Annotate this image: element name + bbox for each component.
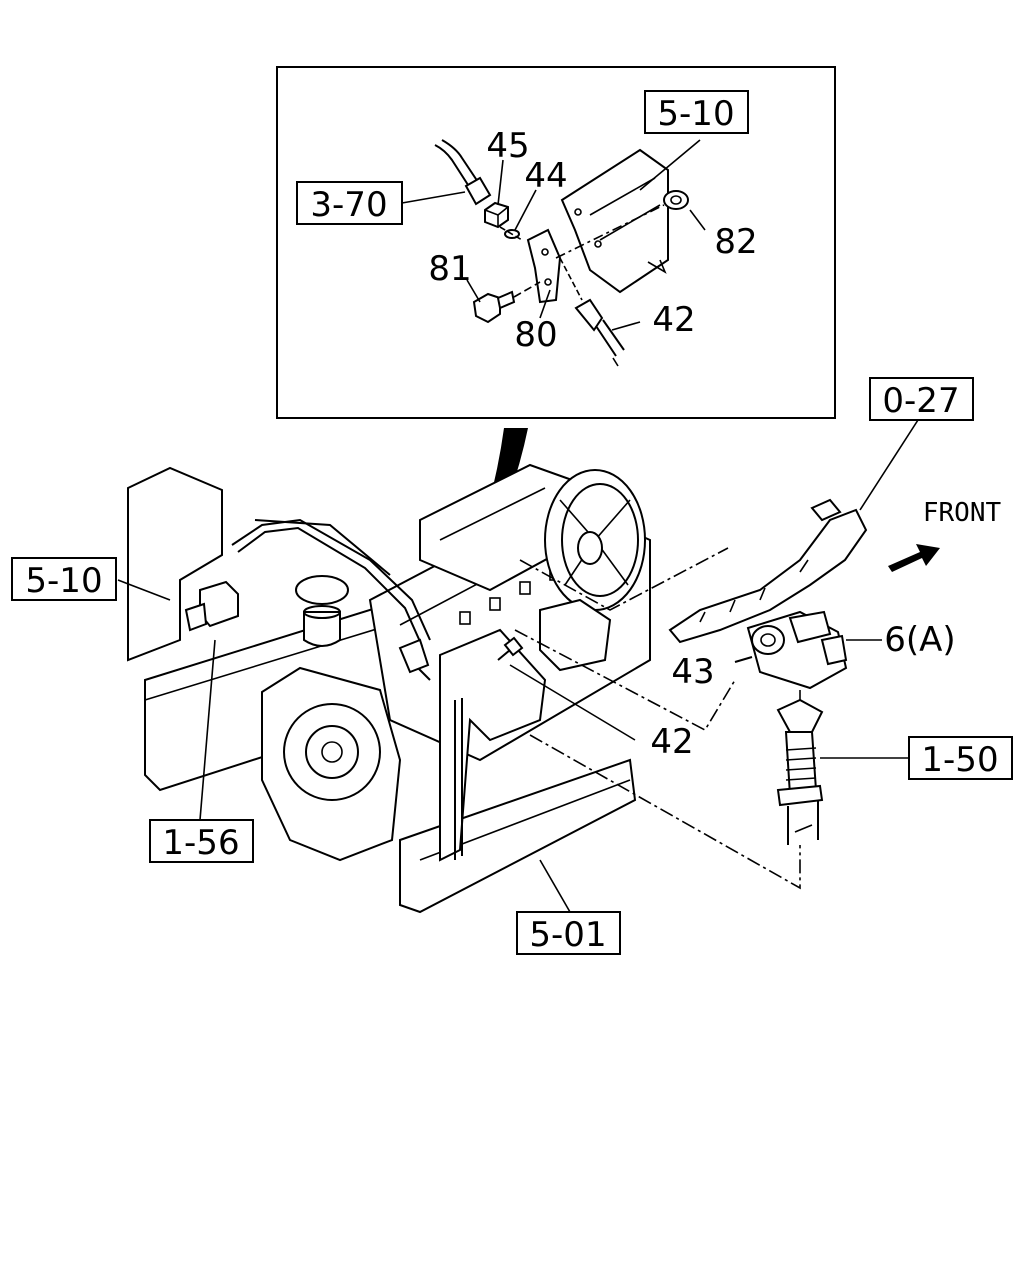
label-80: 80 [514, 315, 557, 355]
gasket-43 [734, 656, 753, 663]
detail-inset [276, 66, 836, 419]
flywheel-housing [261, 666, 402, 862]
callout-text: 5-10 [25, 561, 102, 601]
detail-frame-rail [560, 148, 669, 294]
callout-text: 5-01 [529, 915, 606, 955]
detail-hose [434, 139, 492, 206]
nut-45 [484, 201, 509, 229]
callout-5-01: 5-01 [516, 911, 621, 955]
detail-switch-42 [574, 298, 625, 367]
label-6a: 6(A) [884, 620, 955, 660]
callout-1-50: 1-50 [908, 736, 1013, 780]
label-44: 44 [524, 156, 567, 196]
assembly-line-4 [514, 629, 736, 732]
exhaust-brake-6a [746, 610, 848, 690]
nut-82 [663, 190, 689, 210]
exhaust-pipe [776, 698, 824, 845]
callout-text: 5-10 [657, 94, 734, 134]
label-81: 81 [428, 249, 471, 289]
callout-text: 0-27 [882, 381, 959, 421]
label-43: 43 [671, 652, 714, 692]
leader-5-10 [117, 579, 171, 601]
assembly-line-2 [529, 734, 801, 890]
engine-assembly [127, 463, 651, 914]
leader-42-main [509, 664, 636, 741]
callout-0-27: 0-27 [869, 377, 974, 421]
callout-detail-3-70: 3-70 [296, 181, 403, 225]
exhaust-manifold [668, 498, 868, 644]
cooling-fan [544, 469, 646, 611]
solenoid-valve [184, 580, 239, 632]
leader-0-27 [859, 419, 919, 511]
switch-bracket [398, 628, 547, 862]
label-45: 45 [486, 126, 529, 166]
leader-1-56 [199, 639, 216, 821]
callout-text: 3-70 [310, 185, 387, 225]
detail-frame [276, 66, 836, 419]
callout-text: 1-56 [162, 823, 239, 863]
callout-text: 1-50 [921, 740, 998, 780]
cross-member [399, 758, 637, 914]
leader-5-01 [539, 859, 571, 913]
assembly-line-1 [519, 547, 729, 611]
callout-1-56: 1-56 [149, 819, 254, 863]
callout-5-10: 5-10 [11, 557, 117, 601]
front-arrow-icon [888, 544, 940, 572]
label-42-detail: 42 [652, 300, 695, 340]
bracket-80 [526, 228, 562, 304]
label-82: 82 [714, 222, 757, 262]
starter-area [539, 598, 612, 672]
bolt-81 [472, 281, 541, 324]
oil-filter [295, 575, 349, 647]
callout-detail-5-10: 5-10 [644, 90, 749, 134]
frame-bracket-left [127, 466, 223, 662]
front-label: FRONT [923, 498, 1002, 528]
label-42-main: 42 [650, 722, 693, 762]
